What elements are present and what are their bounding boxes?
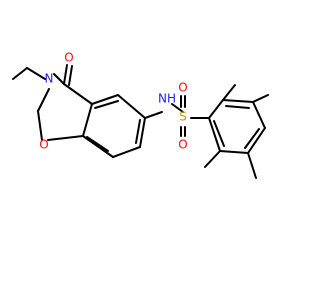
atom-nitrogen-ring: N [45,72,54,86]
methyl-top [222,84,236,101]
atom-oxygen-carbonyl: O [64,51,73,65]
aryl-bond-2 [222,99,254,103]
chemical-structure-canvas: N O O NH S O O [12,50,269,179]
carbonyl-bond-2 [68,65,73,86]
ring-bond-c2-c3 [37,88,50,112]
ethyl-bond-2 [26,67,46,80]
molecule-structure: N O O NH S O O [12,51,269,179]
aryl-bond-4 [247,127,266,154]
ring-bond-c9a-o [47,135,84,141]
aryl-bond-1 [208,99,224,119]
atom-nh: NH [158,92,176,106]
ethyl-bond-1 [12,67,28,80]
atom-oxygen-ring: O [39,138,48,152]
aryl-bond-5 [219,150,249,154]
methyl-left-bottom [204,150,221,168]
aryl-double-1 [225,105,250,109]
atom-sulfur: S [179,110,187,124]
benzo-bond-1 [91,94,119,105]
atom-oxygen-sulfonyl-bottom: O [178,138,187,152]
methyl-right [252,94,269,103]
ring-bond-n-c5 [53,73,65,85]
nh-s-bond [171,103,184,113]
ring-bond-fused [82,103,93,137]
benzo-bond-4 [112,146,141,158]
aryl-double-3 [213,120,225,147]
bonds [12,64,269,179]
aryl-double-2 [244,128,260,149]
benzo-bond-5 [82,135,114,158]
ring-bond-o-c2 [37,110,43,141]
methyl-bottom [247,152,257,179]
nh-bond [144,111,163,119]
aryl-bond-3 [252,101,266,129]
benzo-bond-3 [139,117,146,148]
benzo-double-2 [135,119,141,144]
benzo-bond-2 [117,94,146,119]
benzo-double-3 [86,136,109,152]
benzo-double-1 [94,100,119,109]
carbonyl-bond-1 [63,64,68,85]
ring-bond-c5-c5a [63,83,93,105]
aryl-bond-6 [208,117,221,152]
atom-oxygen-sulfonyl-top: O [178,81,187,95]
atom-labels: N O O NH S O O [39,51,187,152]
